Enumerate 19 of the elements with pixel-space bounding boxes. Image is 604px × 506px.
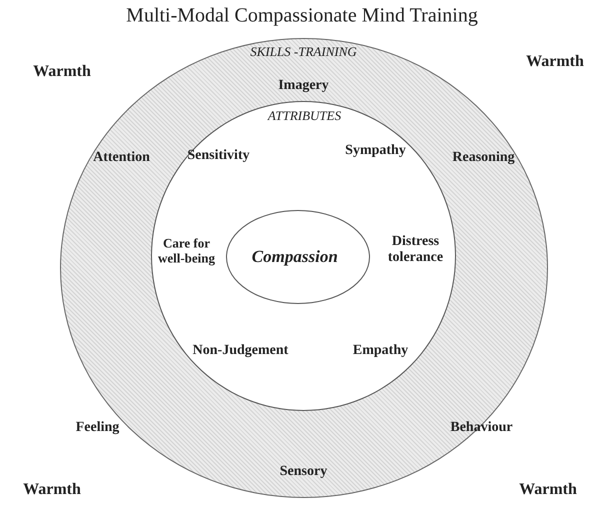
ring-heading: ATTRIBUTES	[268, 108, 342, 124]
diagram-title: Multi-Modal Compassionate Mind Training	[126, 4, 478, 28]
ring-item-label: Care for well-being	[156, 234, 216, 266]
corner-label: Warmth	[519, 481, 577, 499]
corner-label: Warmth	[526, 53, 584, 71]
ring-item-label: Feeling	[76, 420, 120, 436]
ring-item-label: Imagery	[278, 78, 329, 94]
corner-label: Warmth	[33, 63, 91, 81]
core-label: Compassion	[252, 246, 338, 267]
ring-item-label: Sympathy	[345, 142, 406, 158]
ring-item-label: Empathy	[352, 342, 408, 358]
ring-item-label: Attention	[93, 150, 150, 166]
ring-heading: SKILLS -TRAINING	[250, 44, 357, 60]
ring-item-label: Sensory	[280, 464, 328, 480]
ring-item-label: Reasoning	[452, 150, 515, 166]
ring-item-label: Non-Judgement	[192, 342, 288, 358]
corner-label: Warmth	[23, 481, 81, 499]
ring-item-label: Distress tolerance	[386, 234, 444, 268]
ring-item-label: Sensitivity	[187, 148, 250, 164]
